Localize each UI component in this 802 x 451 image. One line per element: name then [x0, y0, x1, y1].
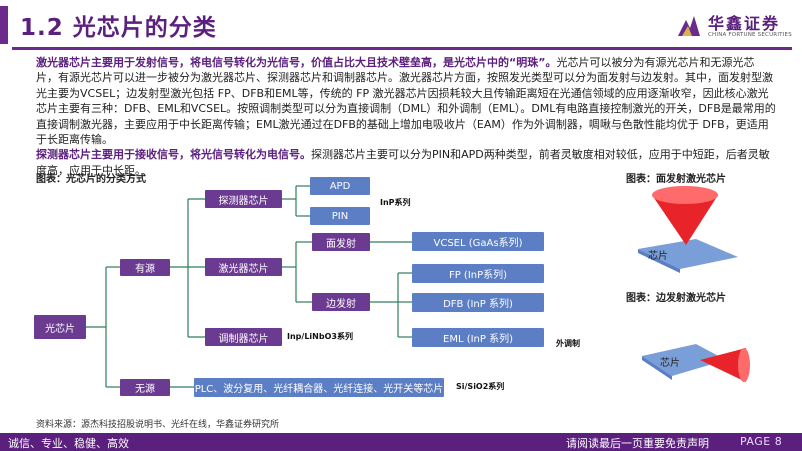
chip-label-surface: 芯片 — [648, 249, 668, 262]
chip-plate-surface — [638, 239, 738, 269]
node-optical-chip: 光芯片 — [34, 315, 86, 339]
node-vcsel: VCSEL (GaAs系列) — [412, 232, 544, 251]
surface-emitting-illustration: 芯片 — [638, 186, 738, 273]
node-surface-emitting: 面发射 — [312, 233, 370, 251]
company-logo: 华鑫证券 CHINA FORTUNE SECURITIES — [676, 10, 796, 44]
logo-mark-icon — [678, 16, 700, 36]
footer-motto: 诚信、专业、稳健、高效 — [8, 437, 129, 450]
horizontal-beam-cone — [700, 348, 746, 382]
chip-plate-edge-side — [642, 356, 672, 380]
logo-text-en: CHINA FORTUNE SECURITIES — [708, 32, 792, 38]
body-text: 激光器芯片主要用于发射信号，将电信号转化为光信号，价值占比大且技术壁垒高，是光芯… — [36, 55, 776, 178]
paragraph-laser-body: 光芯片可以被分为有源光芯片和无源光芯片，有源光芯片可以进一步被分为激光器芯片、探… — [36, 56, 776, 147]
note-si-sio2-series: Si/SiO2系列 — [456, 382, 505, 391]
note-inp-series: InP系列 — [380, 198, 411, 207]
chip-label-edge: 芯片 — [660, 356, 680, 369]
node-pin: PIN — [310, 207, 370, 225]
logo-text-cn: 华鑫证券 — [708, 14, 781, 33]
title-bar: 1.2 光芯片的分类 — [0, 0, 802, 52]
node-dfb: DFB (InP 系列) — [412, 293, 544, 312]
node-apd: APD — [310, 177, 370, 195]
surface-emitting-caption: 图表：面发射激光芯片 — [626, 174, 726, 185]
node-active: 有源 — [120, 259, 170, 276]
node-passive: 无源 — [120, 379, 170, 396]
node-passive-chips: PLC、波分复用、光纤耦合器、光纤连接、光开关等芯片 — [194, 378, 444, 397]
node-detector-chip: 探测器芯片 — [205, 190, 282, 208]
source-note: 资料来源：源杰科技招股说明书、光纤在线，华鑫证券研究所 — [36, 420, 280, 430]
chip-plate-surface-edge — [638, 249, 680, 273]
node-edge-emitting: 边发射 — [312, 293, 370, 311]
node-laser-chip: 激光器芯片 — [205, 258, 282, 276]
page-title: 1.2 光芯片的分类 — [20, 15, 217, 41]
paragraph-detector-highlight: 探测器芯片主要用于接收信号，将光信号转化为电信号。 — [36, 148, 311, 162]
edge-emitting-caption: 图表：边发射激光芯片 — [626, 293, 726, 304]
node-modulator-chip: 调制器芯片 — [205, 328, 282, 346]
edge-emitting-illustration: 芯片 — [642, 344, 750, 382]
node-eml: EML (InP 系列) — [412, 328, 544, 347]
title-accent-bar — [0, 6, 8, 44]
note-external-modulation: 外调制 — [556, 339, 580, 348]
chip-plate-edge — [642, 344, 726, 376]
note-inp-linbo3-series: Inp/LiNbO3系列 — [287, 332, 353, 341]
paragraph-laser: 激光器芯片主要用于发射信号，将电信号转化为光信号，价值占比大且技术壁垒高，是光芯… — [36, 55, 776, 147]
paragraph-detector: 探测器芯片主要用于接收信号，将光信号转化为电信号。探测器芯片主要可以分为PIN和… — [36, 147, 776, 178]
paragraph-laser-highlight: 激光器芯片主要用于发射信号，将电信号转化为光信号，价值占比大且技术壁垒高，是光芯… — [36, 56, 557, 69]
footer-disclaimer-link[interactable]: 请阅读最后一页重要免责声明 — [566, 437, 709, 450]
paragraph-detector-body: 探测器芯片主要可以分为PIN和APD两种类型，前者灵敏度相对较低，应用于中短距，… — [36, 148, 770, 177]
beam-end-ellipse — [738, 348, 750, 382]
title-underline — [12, 47, 792, 50]
footer-bar: 诚信、专业、稳健、高效 请阅读最后一页重要免责声明 PAGE 8 — [0, 433, 802, 451]
node-fp: FP (InP系列) — [412, 264, 544, 283]
vertical-beam-cone — [652, 195, 718, 245]
page-number: PAGE 8 — [740, 435, 783, 448]
beam-top-ellipse — [652, 186, 718, 204]
diagram-caption: 图表：光芯片的分类方式 — [36, 174, 146, 185]
